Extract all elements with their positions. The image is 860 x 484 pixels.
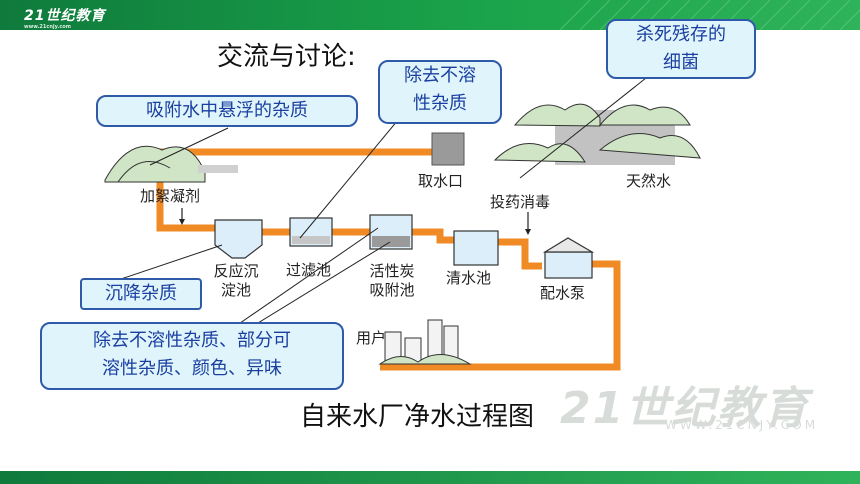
callout-remove-insoluble-line1: 除去不溶 bbox=[404, 65, 476, 86]
label-coagulant: 加絮凝剂 bbox=[140, 187, 201, 205]
clear-water-tank bbox=[453, 230, 499, 266]
label-natural-water: 天然水 bbox=[626, 172, 672, 190]
label-filter: 过滤池 bbox=[286, 261, 332, 279]
callout-kill-bacteria-line2: 细菌 bbox=[663, 52, 699, 73]
pointer-bacteria bbox=[519, 77, 647, 179]
pointer-soluble-1 bbox=[229, 227, 379, 331]
callout-kill-bacteria: 杀死残存的 细菌 bbox=[606, 19, 756, 79]
watermark-logo: 21世纪教育 bbox=[560, 383, 810, 434]
label-user: 用户 bbox=[356, 329, 387, 347]
bottom-banner bbox=[0, 471, 860, 484]
callout-adsorb-suspended: 吸附水中悬浮的杂质 bbox=[96, 95, 358, 127]
left-bank bbox=[198, 165, 238, 173]
callout-remove-soluble-line1: 除去不溶性杂质、部分可 bbox=[93, 330, 291, 351]
disinfect-arrow bbox=[525, 212, 531, 235]
callout-settle: 沉降杂质 bbox=[80, 278, 202, 310]
callout-kill-bacteria-line1: 杀死残存的 bbox=[636, 24, 726, 45]
user-buildings bbox=[378, 319, 472, 365]
label-pump: 配水泵 bbox=[540, 284, 586, 302]
watermark-url: WWW.21CNJY.COM bbox=[665, 418, 819, 432]
pointer-adsorb bbox=[149, 127, 229, 166]
pipe-seg-3 bbox=[410, 228, 455, 244]
label-carbon-line2: 吸附池 bbox=[369, 281, 415, 299]
label-disinfect: 投药消毒 bbox=[490, 193, 551, 211]
intake-building bbox=[431, 132, 465, 166]
label-clear-water: 清水池 bbox=[446, 269, 492, 287]
label-sedimentation: 反应沉 淀池 bbox=[208, 262, 264, 300]
carbon-tank bbox=[369, 214, 413, 250]
callout-remove-insoluble-line2: 性杂质 bbox=[413, 93, 467, 114]
label-carbon: 活性炭 吸附池 bbox=[360, 262, 424, 300]
callout-pointers bbox=[117, 77, 647, 335]
pointer-insoluble bbox=[299, 119, 399, 239]
left-hill-illustration bbox=[104, 145, 206, 183]
label-intake: 取水口 bbox=[418, 172, 464, 190]
sedimentation-tank bbox=[214, 219, 263, 259]
pipe-return bbox=[380, 260, 621, 371]
pipe-seg-4 bbox=[498, 238, 542, 270]
pointer-soluble-2 bbox=[239, 241, 391, 335]
callout-remove-soluble: 除去不溶性杂质、部分可 溶性杂质、颜色、异味 bbox=[40, 322, 344, 390]
discussion-heading: 交流与讨论: bbox=[217, 42, 356, 72]
coagulant-arrow bbox=[179, 208, 185, 225]
logo-url: www.21cnjy.com bbox=[24, 24, 71, 30]
logo-text: 21世纪教育 bbox=[24, 8, 106, 24]
callout-remove-insoluble: 除去不溶 性杂质 bbox=[378, 60, 502, 124]
label-sedimentation-line1: 反应沉 bbox=[213, 262, 259, 280]
filter-tank bbox=[289, 217, 333, 247]
label-carbon-line1: 活性炭 bbox=[369, 262, 415, 280]
pointer-settle bbox=[117, 244, 223, 281]
right-hill-illustration bbox=[493, 103, 701, 165]
label-sedimentation-line2: 淀池 bbox=[220, 281, 251, 299]
diagram-caption: 自来水厂净水过程图 bbox=[300, 402, 535, 432]
top-banner: 21世纪教育 www.21cnjy.com bbox=[0, 0, 860, 30]
brand-logo: 21世纪教育 www.21cnjy.com bbox=[24, 5, 105, 30]
callout-remove-soluble-line2: 溶性杂质、颜色、异味 bbox=[102, 358, 282, 379]
pump-house bbox=[542, 237, 595, 279]
